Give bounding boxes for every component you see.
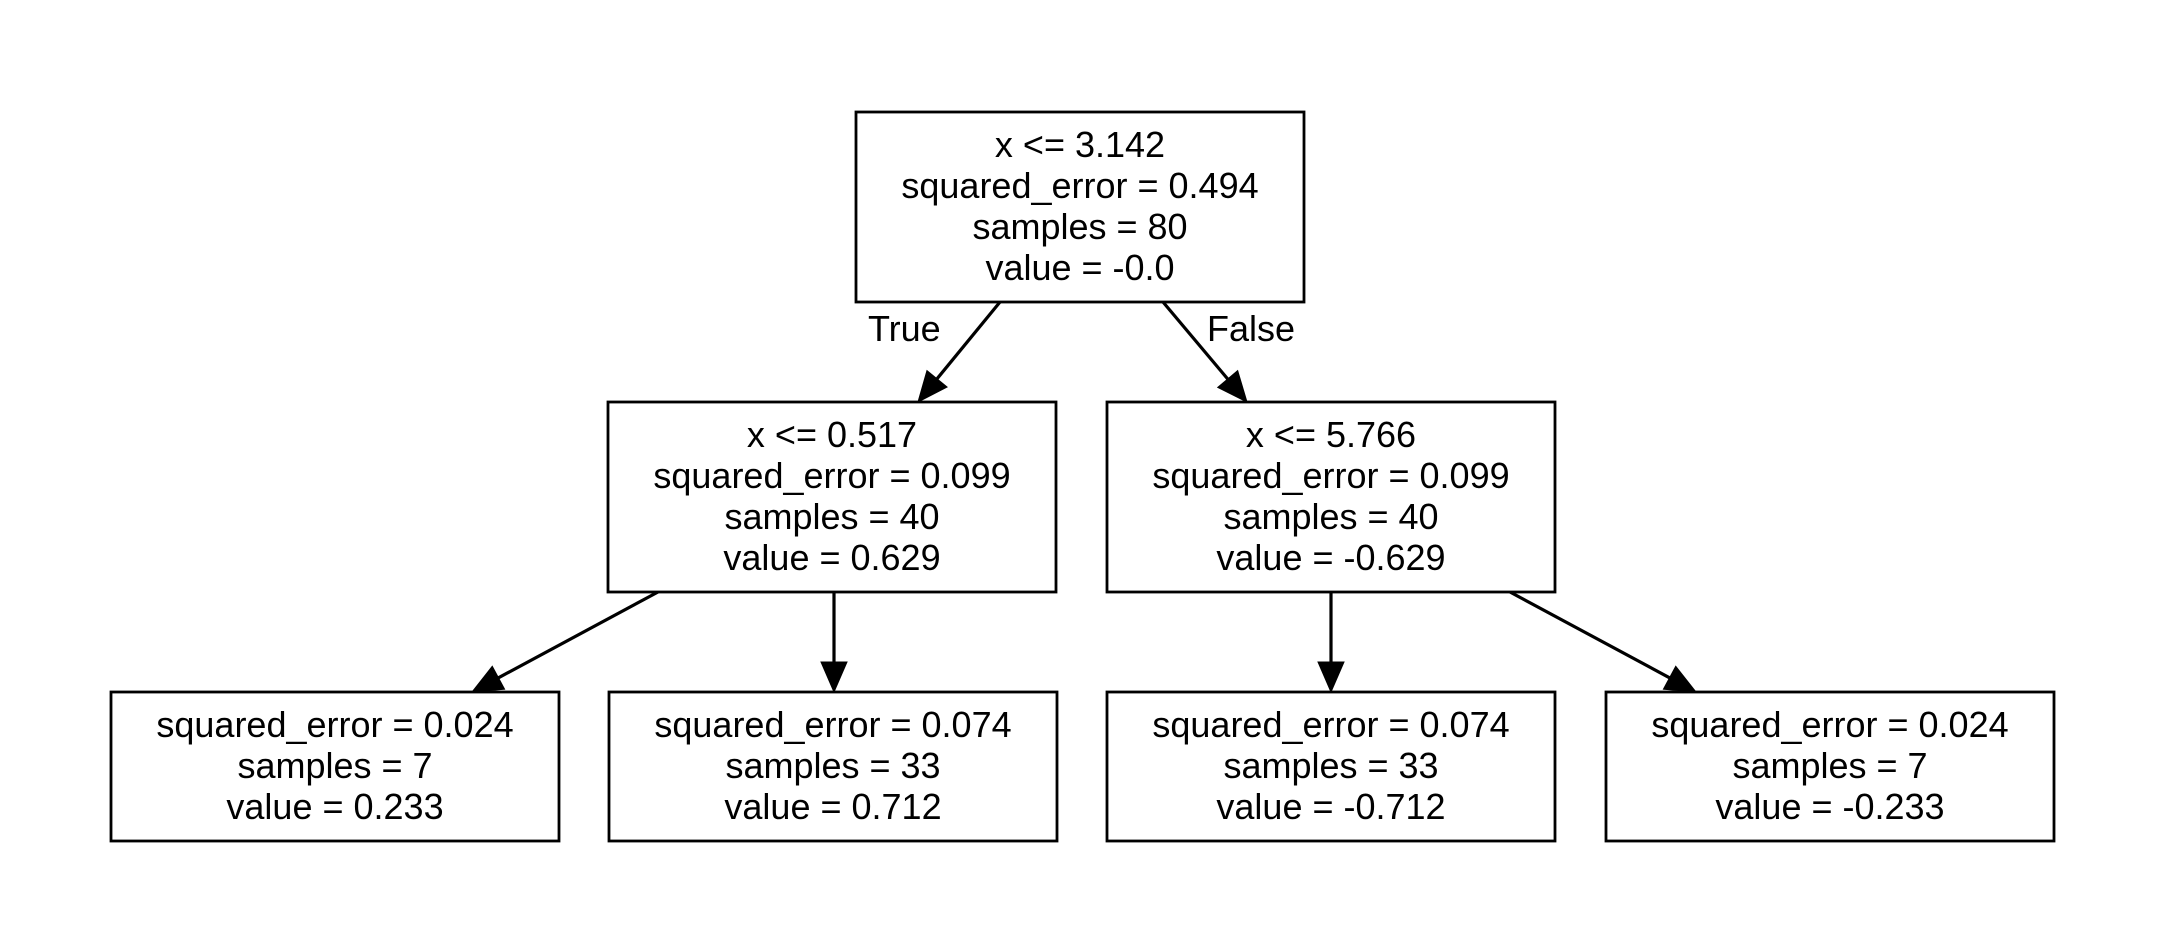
node-text-line: value = 0.629 bbox=[723, 537, 940, 578]
edge-n2-n6 bbox=[1509, 590, 1698, 693]
node-box bbox=[1105, 690, 1557, 843]
node-text-line: samples = 80 bbox=[972, 206, 1187, 247]
edges-layer: True False bbox=[470, 300, 1698, 694]
edge-n0-n1: True bbox=[868, 300, 1002, 403]
node-text-line: squared_error = 0.074 bbox=[1152, 704, 1509, 745]
edge-n1-n4 bbox=[820, 592, 848, 694]
edge-n2-n5 bbox=[1317, 592, 1345, 694]
edge-n1-n3 bbox=[470, 590, 659, 693]
node-text-line: value = -0.712 bbox=[1216, 786, 1445, 827]
node-text-line: squared_error = 0.494 bbox=[901, 165, 1258, 206]
node-box bbox=[854, 110, 1306, 304]
node-box bbox=[1604, 690, 2056, 843]
arrowhead-icon bbox=[917, 369, 948, 403]
node-text-line: value = -0.0 bbox=[985, 247, 1174, 288]
node-text-line: samples = 40 bbox=[1223, 496, 1438, 537]
node-text-line: samples = 33 bbox=[1223, 745, 1438, 786]
edge-label: True bbox=[868, 308, 941, 349]
node-text-line: samples = 40 bbox=[724, 496, 939, 537]
arrowhead-icon bbox=[1216, 369, 1248, 403]
edge-line bbox=[497, 590, 659, 680]
node-text-line: squared_error = 0.099 bbox=[1152, 455, 1509, 496]
node-text-line: value = 0.712 bbox=[724, 786, 941, 827]
arrowhead-icon bbox=[820, 661, 848, 694]
node-text-line: squared_error = 0.024 bbox=[156, 704, 513, 745]
node-text-line: samples = 33 bbox=[725, 745, 940, 786]
edge-line bbox=[1509, 590, 1671, 680]
node-text-line: x <= 5.766 bbox=[1246, 414, 1416, 455]
edge-line bbox=[935, 300, 1002, 380]
node-text-line: samples = 7 bbox=[1732, 745, 1927, 786]
edge-line bbox=[1161, 300, 1229, 381]
arrowhead-icon bbox=[470, 665, 506, 693]
node-box bbox=[606, 400, 1058, 594]
node-text-line: squared_error = 0.099 bbox=[653, 455, 1010, 496]
node-text-line: value = 0.233 bbox=[226, 786, 443, 827]
node-text-line: samples = 7 bbox=[237, 745, 432, 786]
node-box bbox=[109, 690, 561, 843]
node-text-line: squared_error = 0.074 bbox=[654, 704, 1011, 745]
node-box bbox=[1105, 400, 1557, 594]
edge-label: False bbox=[1207, 308, 1295, 349]
node-text-line: value = -0.233 bbox=[1715, 786, 1944, 827]
node-text-line: squared_error = 0.024 bbox=[1651, 704, 2008, 745]
arrowhead-icon bbox=[1662, 665, 1698, 693]
node-text-line: x <= 3.142 bbox=[995, 124, 1165, 165]
node-text-line: value = -0.629 bbox=[1216, 537, 1445, 578]
node-text-line: x <= 0.517 bbox=[747, 414, 917, 455]
edge-n0-n2: False bbox=[1161, 300, 1295, 403]
node-box bbox=[607, 690, 1059, 843]
arrowhead-icon bbox=[1317, 661, 1345, 694]
